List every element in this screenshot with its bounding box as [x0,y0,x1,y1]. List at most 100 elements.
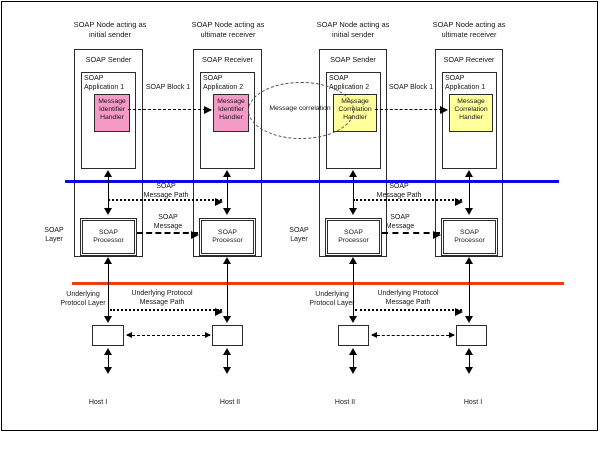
arrowhead-up-icon [349,348,357,355]
node-caption-line: SOAP Node acting as [191,20,265,29]
underlying-message-path-label: Underlying Protocol Message Path [377,290,438,307]
application-label-line: Application 2 [203,83,244,91]
host-link-arrow [126,332,211,339]
soap-processor-inner: SOAP Processor [327,220,380,254]
arrowhead-left-icon [126,332,132,339]
host-label: Host II [219,399,241,406]
soap-layer-label: SOAP Layer [44,227,63,244]
handler-label-line: Message [217,98,245,105]
arrowhead-down-icon [104,367,112,374]
app-processor-arrow [223,170,232,215]
soap-block-arrow [375,106,448,114]
soap-application-box: SOAP Application 2 Message Identifier Ha… [200,72,255,169]
label-line: Message Path [139,298,185,306]
node-caption-line: SOAP Node acting as [316,20,390,29]
application-label-line: SOAP [445,75,465,82]
processor-label-line: Processor [93,237,124,244]
arrow-line [107,174,110,211]
arrowhead-up-icon [223,348,231,355]
arrow-line [226,261,229,319]
application-label-line: SOAP [84,75,104,82]
label-line: Message [385,222,415,230]
processor-host-arrow [104,257,113,323]
application-label: SOAP Application 1 [443,73,496,92]
message-correlation-ellipse [248,82,354,139]
application-label-line: Application 1 [445,83,486,91]
soap-application-box: SOAP Application 1 Message Identifier Ha… [81,72,136,169]
soap-application-box: SOAP Application 1 Message Correlation H… [442,72,497,169]
label-line: Underlying Protocol [377,290,439,297]
arrowhead-right-icon [191,230,199,239]
processor-label-line: SOAP [344,228,363,236]
arrow-line [352,174,355,211]
arrow-line [352,261,355,319]
arrowhead-right-icon [215,307,223,316]
node-caption: SOAP Node acting as ultimate receiver [407,20,531,39]
arrowhead-down-icon [349,316,357,323]
underlying-protocol-box [338,325,369,346]
processor-host-arrow [223,257,232,323]
soap-node-box: SOAP Sender SOAP Application 1 Message I… [74,49,143,257]
arrowhead-down-icon [223,367,231,374]
label-line: Underlying Protocol [131,290,193,297]
network-arrow [349,348,358,374]
app-processor-arrow [465,170,474,215]
message-handler-box: Message Correlation Handler [449,94,493,132]
soap-processor-box: SOAP Processor [199,218,256,256]
soap-node-box: SOAP Receiver SOAP Application 2 Message… [193,49,262,257]
soap-processor-box: SOAP Processor [325,218,382,256]
label-line: Message Path [385,298,431,306]
node-caption: SOAP Node acting as initial sender [291,20,415,39]
arrowhead-right-icon [449,332,455,339]
node-caption-line: SOAP Node acting as [432,20,506,29]
soap-message-path-arrow [353,197,463,206]
processor-label-line: SOAP [99,228,118,236]
arrowhead-up-icon [465,257,473,264]
soap-processor-inner: SOAP Processor [443,220,496,254]
arrowhead-up-icon [349,257,357,264]
label-line: SOAP [44,227,64,234]
application-label-line: Application 2 [329,83,370,91]
arrow-line [352,352,355,370]
host-label: Host II [334,399,356,406]
host-label: Host I [463,399,483,406]
arrowhead-right-icon [455,197,463,206]
application-label-line: SOAP [329,75,349,82]
network-arrow [223,348,232,374]
soap-node-box: SOAP Receiver SOAP Application 1 Message… [435,49,503,257]
arrowhead-down-icon [223,316,231,323]
arrow-line [107,261,110,319]
soap-message-path-label: SOAP Message Path [377,183,422,200]
soap-message-arrow [382,230,441,239]
soap-processor-box: SOAP Processor [441,218,498,256]
handler-label-line: Correlation [338,106,372,114]
arrowhead-down-icon [104,208,112,215]
node-caption-line: initial sender [88,29,132,39]
underlying-protocol-box [92,325,124,346]
node-caption: SOAP Node acting as initial sender [48,20,172,39]
node-caption-line: ultimate receiver [200,29,256,39]
soap-block-arrow [128,106,212,114]
label-line: Message Path [376,191,422,199]
host-link-arrow [371,332,455,339]
arrowhead-down-icon [349,208,357,215]
soap-message-label: SOAP Message [386,214,414,231]
message-correlation-label: Message correlation [269,105,331,112]
handler-label-line: Message [341,98,369,105]
node-role-label: SOAP Sender [330,55,376,64]
label-line: Underlying [315,291,349,298]
label-line: Protocol Layer [60,299,106,307]
arrowhead-left-icon [371,332,377,339]
processor-label-line: SOAP [218,228,237,236]
handler-label-line: Handler [219,114,243,122]
node-caption: SOAP Node acting as ultimate receiver [166,20,290,39]
arrowhead-down-icon [465,367,473,374]
node-role-label: SOAP Receiver [443,55,495,64]
node-role-label: SOAP Receiver [202,55,253,64]
label-line: Message [153,222,183,230]
arrow-line [468,352,471,370]
arrowhead-down-icon [223,208,231,215]
handler-label-line: Handler [343,114,367,122]
soap-layer-boundary-line [65,180,559,183]
